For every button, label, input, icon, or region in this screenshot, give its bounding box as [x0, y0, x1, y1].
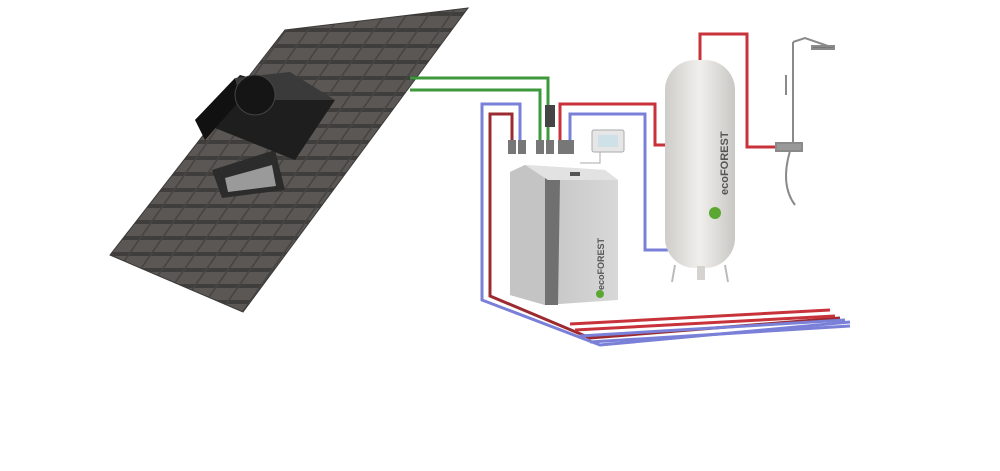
heat-pump-brand: ecoFOREST — [596, 237, 606, 290]
shower-fixture — [775, 36, 835, 206]
outdoor-fan-unit — [195, 72, 335, 198]
valves — [508, 105, 574, 154]
heat-pump-unit: ecoFOREST — [510, 165, 618, 305]
brand-logo-icon — [596, 290, 604, 298]
underfloor-heating — [569, 308, 851, 344]
hot-water-tank: ecoFOREST — [665, 60, 735, 283]
controller-display — [580, 129, 625, 164]
brand-logo-icon — [709, 207, 721, 219]
heating-pipes — [480, 32, 851, 347]
refrigerant-lines — [410, 76, 550, 140]
tank-brand: ecoFOREST — [719, 131, 731, 195]
roof — [109, 7, 470, 313]
